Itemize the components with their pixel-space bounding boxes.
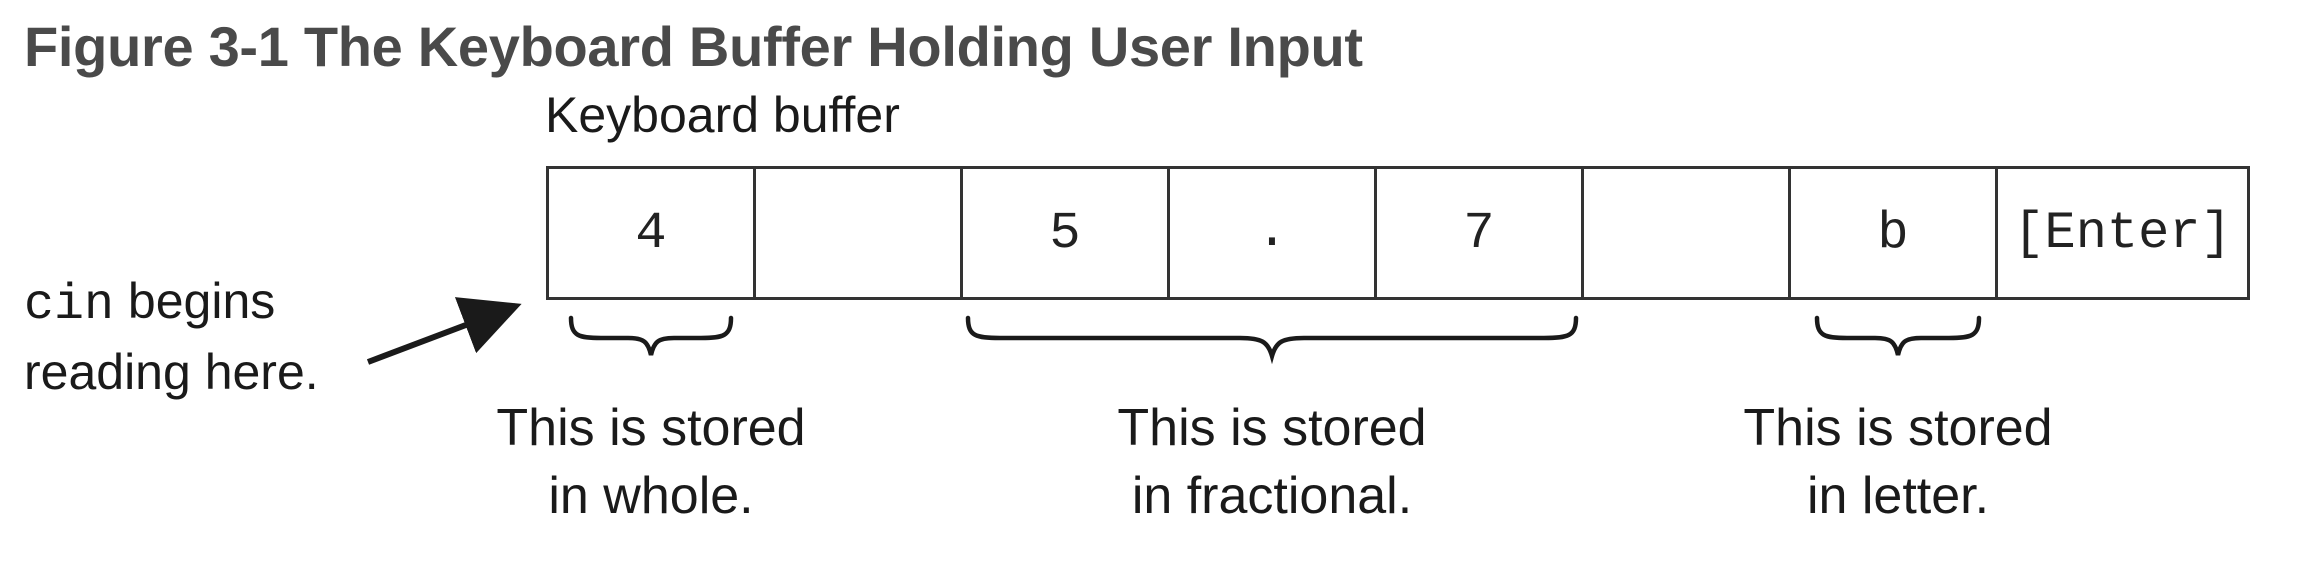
buffer-cell-3: 5 <box>963 169 1170 297</box>
group-letter-caption-line2: in letter. <box>1806 467 1990 525</box>
group-fractional-caption: This is stored in fractional. <box>1062 394 1482 530</box>
brace-whole <box>568 315 734 356</box>
cin-start-label-line1: cin begins <box>24 268 319 339</box>
figure-title: Figure 3-1 The Keyboard Buffer Holding U… <box>24 15 1363 78</box>
buffer-cell-1: 4 <box>549 169 756 297</box>
group-fractional-caption-line2: in fractional. <box>1131 467 1413 525</box>
brace-letter <box>1814 315 1982 356</box>
cin-code: cin <box>24 277 115 334</box>
group-fractional-caption-line1: This is stored <box>1117 399 1427 457</box>
buffer-cell-8: [Enter] <box>2013 203 2232 263</box>
keyboard-buffer-label: Keyboard buffer <box>545 87 900 143</box>
cin-start-label-line2: reading here. <box>24 344 319 400</box>
group-whole-caption-line2: in whole. <box>548 467 754 525</box>
buffer-cell-2 <box>756 169 963 297</box>
brace-fractional <box>965 315 1579 365</box>
cin-begins-text: begins <box>114 273 276 329</box>
group-letter-caption-line1: This is stored <box>1743 399 2053 457</box>
buffer-cell-6 <box>1584 169 1791 297</box>
keyboard-buffer: 4 5 . 7 b [Enter] <box>546 166 2250 300</box>
group-whole-caption: This is stored in whole. <box>441 394 861 530</box>
start-arrow <box>366 297 522 365</box>
group-whole-caption-line1: This is stored <box>496 399 806 457</box>
cin-start-label: cin begins reading here. <box>24 268 319 405</box>
group-letter-caption: This is stored in letter. <box>1688 394 2108 530</box>
buffer-cell-7: b <box>1791 169 1998 297</box>
buffer-cell-5: 7 <box>1377 169 1584 297</box>
buffer-cell-4: . <box>1170 169 1377 297</box>
